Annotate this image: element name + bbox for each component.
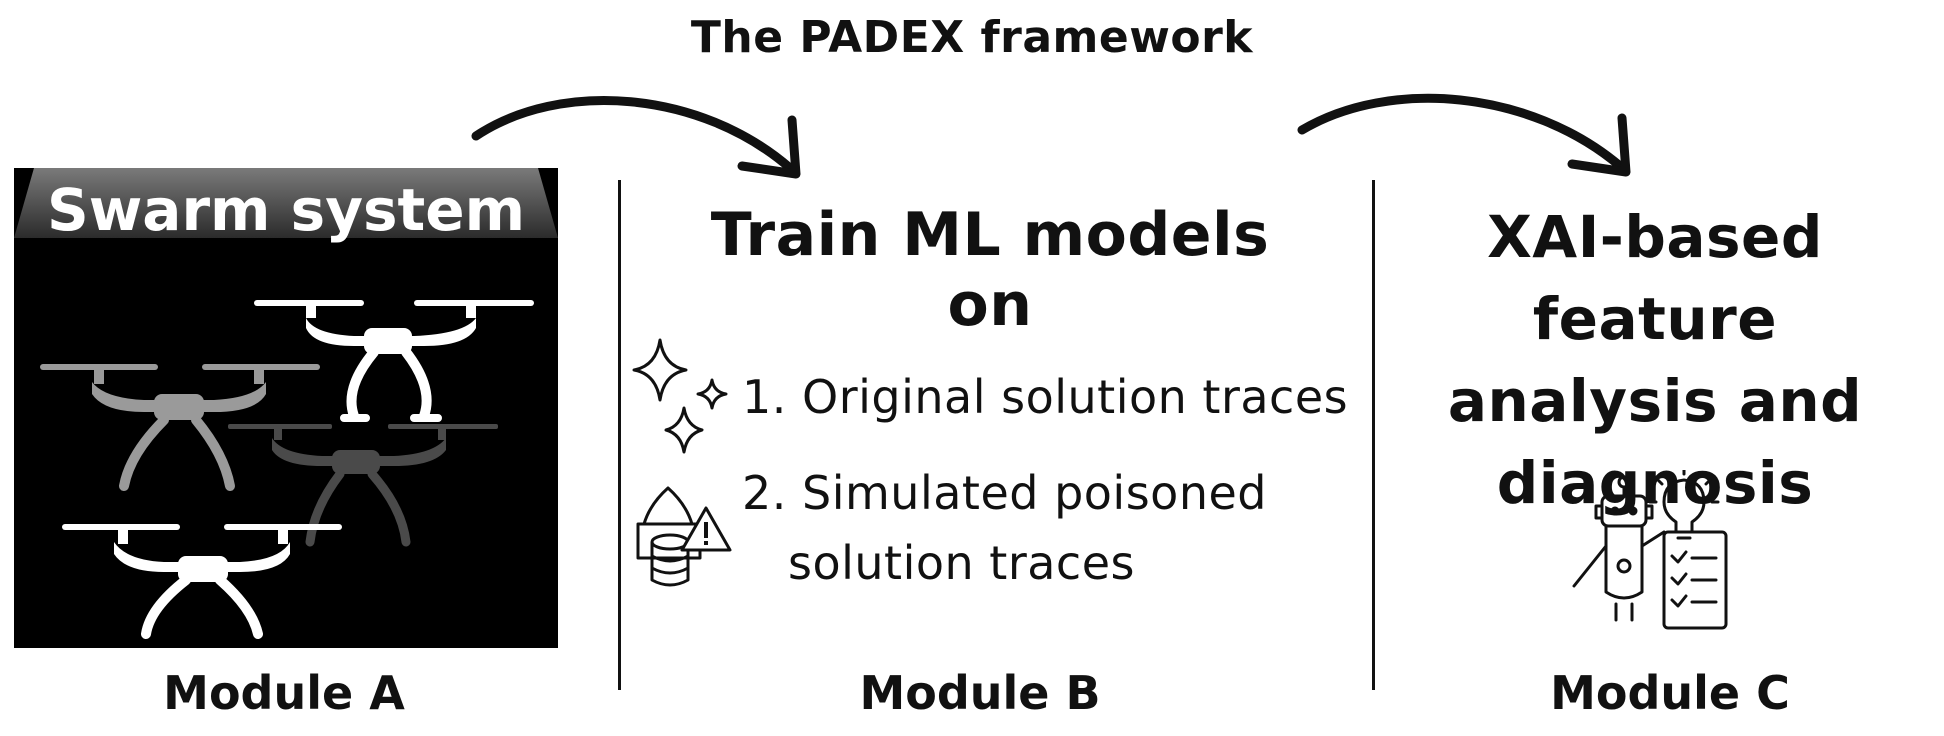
item-poisoned-traces-line2: solution traces	[788, 536, 1135, 590]
swarm-system-box	[14, 168, 558, 648]
item-poisoned-traces-line1: 2. Simulated poisoned	[742, 466, 1267, 520]
module-c-heading-line: diagnosis	[1496, 449, 1814, 517]
divider-b-c	[1372, 180, 1375, 690]
module-c-heading-line: XAI-based feature	[1487, 203, 1823, 353]
module-c-heading-line: analysis and	[1447, 367, 1863, 435]
sparkle-icon	[632, 338, 728, 454]
drone-icon	[228, 424, 498, 547]
swarm-system-label: Swarm system	[46, 176, 526, 244]
robot-analysis-lightbulb-icon	[1572, 470, 1728, 630]
module-c-heading: XAI-based feature analysis and diagnosis	[1370, 196, 1940, 524]
drone-icon	[40, 364, 320, 491]
divider-a-b	[618, 180, 621, 690]
item-original-traces: 1. Original solution traces	[742, 370, 1349, 424]
poisoned-database-warning-icon	[636, 486, 732, 587]
module-a-label: Module A	[163, 666, 405, 720]
module-b-label: Module B	[859, 666, 1101, 720]
arrow-a-to-b	[471, 96, 801, 179]
drone-icon	[254, 300, 534, 422]
diagram-title: The PADEX framework	[690, 12, 1254, 63]
module-c-label: Module C	[1550, 666, 1790, 720]
arrow-b-to-c	[1297, 93, 1631, 177]
drone-icon	[62, 524, 342, 639]
module-b-heading: Train ML models on	[710, 200, 1270, 340]
